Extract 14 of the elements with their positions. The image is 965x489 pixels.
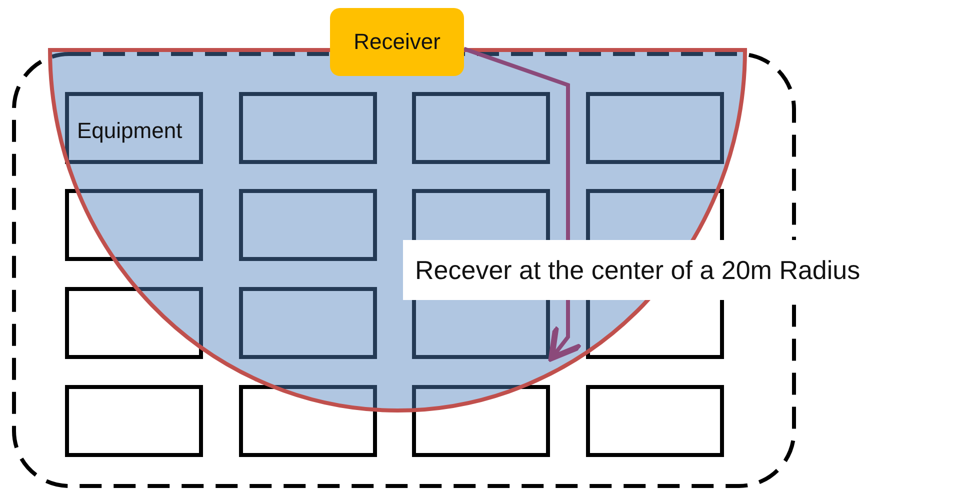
equipment-label: Equipment: [77, 118, 182, 144]
equipment-box: [65, 92, 203, 164]
equipment-box: [239, 92, 377, 164]
equipment-box: [412, 385, 550, 457]
equipment-box: [239, 385, 377, 457]
equipment-box: [412, 92, 550, 164]
equipment-box: [65, 385, 203, 457]
equipment-box: [239, 189, 377, 261]
equipment-box: [586, 385, 724, 457]
equipment-box: [65, 287, 203, 359]
equipment-box: [586, 92, 724, 164]
receiver-box: Receiver: [330, 8, 464, 76]
equipment-box: [65, 189, 203, 261]
equipment-box: [239, 287, 377, 359]
